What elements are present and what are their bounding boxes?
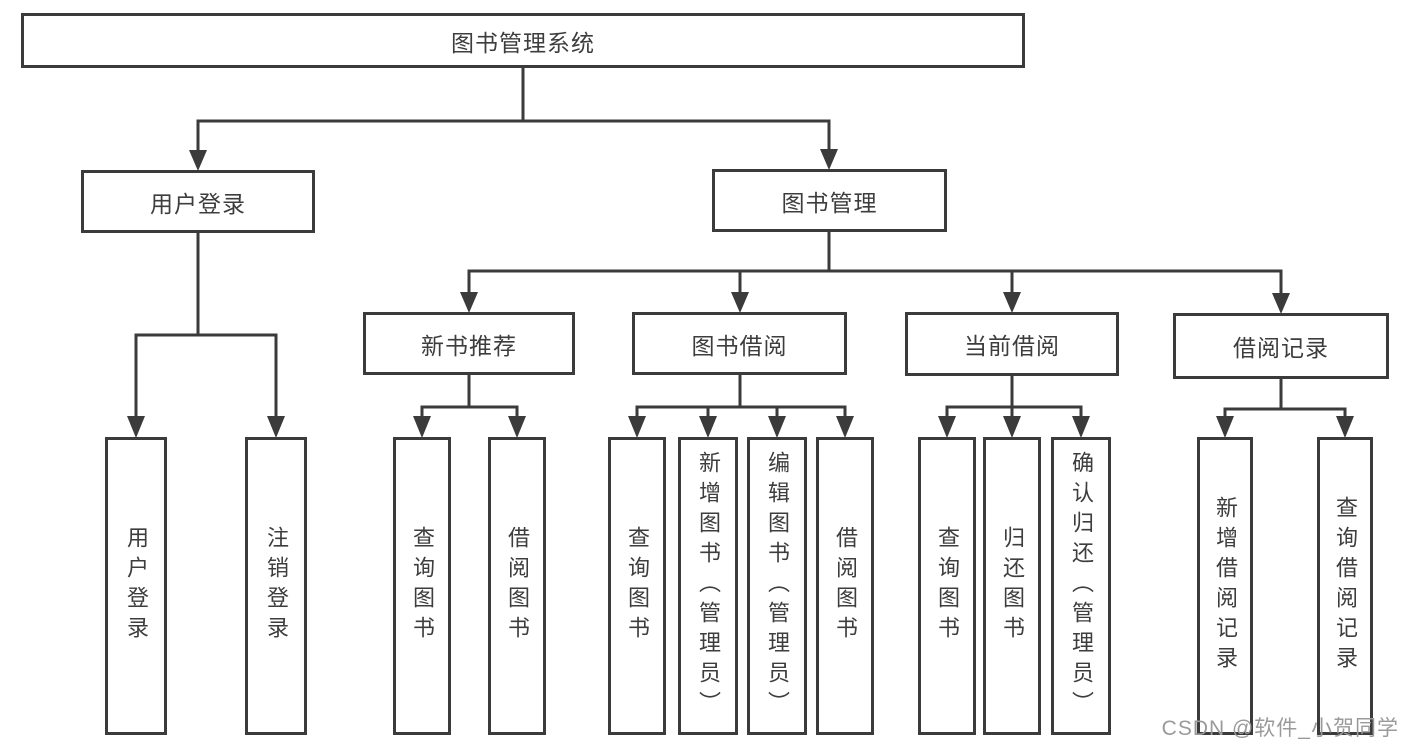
leaf-records-query-record-label: 查询借阅记录 <box>1333 496 1358 676</box>
leaf-newbook-query-books: 查询图书 <box>393 437 451 735</box>
node-library-management-system: 图书管理系统 <box>21 13 1025 68</box>
leaf-borrow-edit-books-admin-label: 编辑图书（管理员） <box>765 451 790 721</box>
leaf-current-query-books-label: 查询图书 <box>935 526 960 646</box>
leaf-user-login: 用户登录 <box>105 437 167 735</box>
leaf-borrow-query-books-label: 查询图书 <box>625 526 650 646</box>
node-current-borrowing: 当前借阅 <box>905 312 1119 376</box>
leaf-borrow-query-books: 查询图书 <box>608 437 666 735</box>
csdn-watermark: CSDN @软件_小贺同学 <box>1161 717 1399 740</box>
leaf-logout: 注销登录 <box>245 437 307 735</box>
node-new-book-recommend: 新书推荐 <box>363 312 575 375</box>
leaf-newbook-borrow-books: 借阅图书 <box>488 437 546 735</box>
leaf-current-confirm-return-admin-label: 确认归还（管理员） <box>1069 451 1094 721</box>
leaf-current-return-books-label: 归还图书 <box>1000 526 1025 646</box>
leaf-user-login-label: 用户登录 <box>124 526 149 646</box>
leaf-newbook-borrow-books-label: 借阅图书 <box>505 526 530 646</box>
leaf-records-add-record: 新增借阅记录 <box>1197 437 1253 735</box>
node-book-management: 图书管理 <box>712 169 947 232</box>
leaf-records-query-record: 查询借阅记录 <box>1317 437 1373 735</box>
leaf-current-query-books: 查询图书 <box>918 437 976 735</box>
leaf-borrow-borrow-books: 借阅图书 <box>816 437 874 735</box>
leaf-borrow-edit-books-admin: 编辑图书（管理员） <box>747 437 807 735</box>
leaf-current-confirm-return-admin: 确认归还（管理员） <box>1051 437 1111 735</box>
leaf-records-add-record-label: 新增借阅记录 <box>1213 496 1238 676</box>
node-borrow-records: 借阅记录 <box>1173 313 1389 379</box>
node-user-login: 用户登录 <box>81 170 315 233</box>
leaf-borrow-add-books-admin: 新增图书（管理员） <box>678 437 738 735</box>
leaf-newbook-query-books-label: 查询图书 <box>410 526 435 646</box>
leaf-current-return-books: 归还图书 <box>983 437 1041 735</box>
leaf-logout-label: 注销登录 <box>264 526 289 646</box>
leaf-borrow-borrow-books-label: 借阅图书 <box>833 526 858 646</box>
node-book-borrowing: 图书借阅 <box>632 312 847 375</box>
leaf-borrow-add-books-admin-label: 新增图书（管理员） <box>696 451 721 721</box>
